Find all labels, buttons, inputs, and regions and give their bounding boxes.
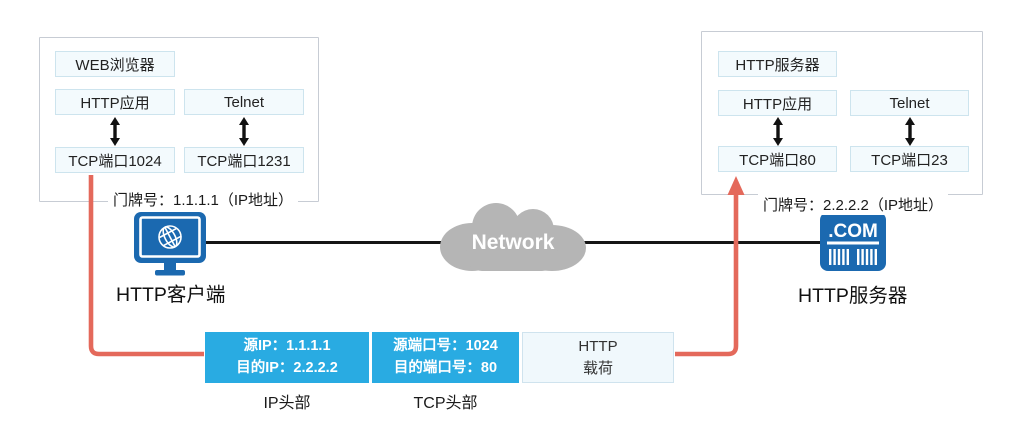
packet-dst-ip: 目的IP：2.2.2.2: [236, 359, 338, 376]
packet-src-port: 源端口号：1024: [393, 338, 498, 355]
double-arrow-icon: [903, 117, 917, 146]
network-cloud-icon: Network: [436, 200, 590, 279]
packet-ip-header: 源IP：1.1.1.1 目的IP：2.2.2.2: [205, 332, 369, 383]
telnet-box: Telnet: [184, 89, 304, 115]
server-icon-text: .COM: [828, 221, 878, 242]
ip-header-caption: IP头部: [263, 395, 311, 412]
double-arrow-icon: [108, 117, 122, 146]
http-server-box: HTTP服务器: [718, 51, 837, 77]
tcp-port-23-box: TCP端口23: [850, 146, 969, 172]
web-browser-box: WEB浏览器: [55, 51, 175, 77]
server-host-label: HTTP服务器: [798, 285, 908, 307]
tcp-port-1231-box: TCP端口1231: [184, 147, 304, 173]
tcp-header-caption: TCP头部: [413, 395, 478, 412]
double-arrow-icon: [237, 117, 251, 146]
client-stack-panel: WEB浏览器 HTTP应用 Telnet TCP端口1024 TCP端口1231: [39, 37, 319, 202]
server-dotcom-icon: .COM: [820, 212, 886, 277]
tcp-port-1024-box: TCP端口1024: [55, 147, 175, 173]
packet-http-payload: HTTP 载荷: [522, 332, 674, 383]
client-computer-icon: [134, 212, 206, 281]
packet-src-ip: 源IP：1.1.1.1: [243, 338, 331, 355]
http-app-box: HTTP应用: [55, 89, 175, 115]
packet-to-server-arrow: [675, 194, 739, 357]
http-app-box: HTTP应用: [718, 90, 837, 116]
packet-dst-port: 目的端口号：80: [393, 359, 498, 376]
packet-tcp-header: 源端口号：1024 目的端口号：80: [372, 332, 519, 383]
client-host-label: HTTP客户端: [116, 284, 226, 306]
tcp-port-80-box: TCP端口80: [718, 146, 837, 172]
server-stack-panel: HTTP服务器 HTTP应用 Telnet TCP端口80 TCP端口23: [701, 31, 983, 195]
double-arrow-icon: [771, 117, 785, 146]
payload-line1: HTTP: [578, 337, 618, 355]
telnet-box: Telnet: [850, 90, 969, 116]
cloud-label: Network: [472, 231, 555, 254]
client-ip-address-label: 门牌号：1.1.1.1（IP地址）: [108, 189, 299, 210]
payload-line2: 载荷: [582, 359, 613, 377]
server-ip-address-label: 门牌号：2.2.2.2（IP地址）: [758, 194, 949, 215]
